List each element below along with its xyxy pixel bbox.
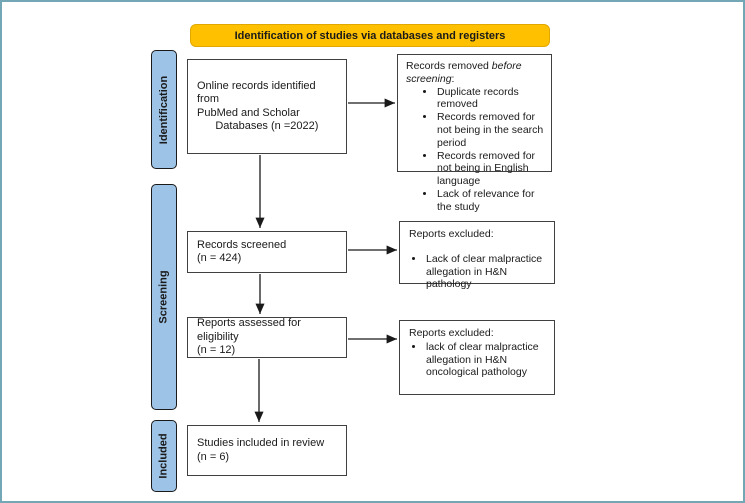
box-online-records-identified: Online records identified from PubMed an… — [187, 59, 347, 154]
bullet-item: Lack of relevance for the study — [436, 188, 547, 214]
box-reports-assessed: Reports assessed for eligibility (n = 12… — [187, 317, 347, 358]
bullet-item: lack of clear malpractice allegation in … — [425, 341, 550, 379]
bullet-item: Records removed for not being in the sea… — [436, 111, 547, 149]
removed-title-suffix: : — [451, 72, 455, 85]
box-records-screened: Records screened (n = 424) — [187, 231, 347, 273]
box-records-screened-text: Records screened (n = 424) — [197, 238, 287, 265]
removed-title-italic: before screening — [406, 60, 522, 85]
banner-identification-of-studies: Identification of studies via databases … — [190, 24, 550, 47]
reports-excluded-title: Reports excluded: — [409, 327, 494, 339]
stage-included-label: Included — [158, 433, 171, 479]
stage-screening-label: Screening — [158, 270, 170, 324]
box-records-removed-title: Records removed before screening: — [406, 60, 547, 86]
stage-identification: Identification — [151, 50, 177, 169]
stage-identification-label: Identification — [158, 75, 171, 144]
reports-excluded-bullet-list: lack of clear malpractice allegation in … — [409, 341, 550, 379]
reports-excluded-bullet-list: Lack of clear malpractice allegation in … — [409, 253, 550, 291]
records-removed-bullet-list: Duplicate records removed Records remove… — [406, 86, 547, 214]
box-reports-excluded-eligibility: Reports excluded: lack of clear malpract… — [399, 320, 555, 395]
removed-title-prefix: Records removed — [406, 60, 492, 72]
stage-included: Included — [151, 420, 177, 492]
box-reports-excluded-screening: Reports excluded: Lack of clear malpract… — [399, 221, 555, 290]
stage-screening: Screening — [151, 184, 177, 410]
reports-excluded-title: Reports excluded: — [409, 228, 494, 240]
bullet-item: Records removed for not being in English… — [436, 150, 547, 188]
box-online-records-identified-text: Online records identified from PubMed an… — [197, 79, 319, 133]
bullet-item: Duplicate records removed — [436, 86, 547, 112]
box-studies-included-text: Studies included in review (n = 6) — [197, 437, 325, 463]
box-reports-assessed-text: Reports assessed for eligibility (n = 12… — [197, 317, 301, 357]
box-records-removed: Records removed before screening: Duplic… — [397, 54, 552, 213]
box-studies-included: Studies included in review (n = 6) — [187, 425, 347, 476]
bullet-item: Lack of clear malpractice allegation in … — [425, 253, 550, 291]
